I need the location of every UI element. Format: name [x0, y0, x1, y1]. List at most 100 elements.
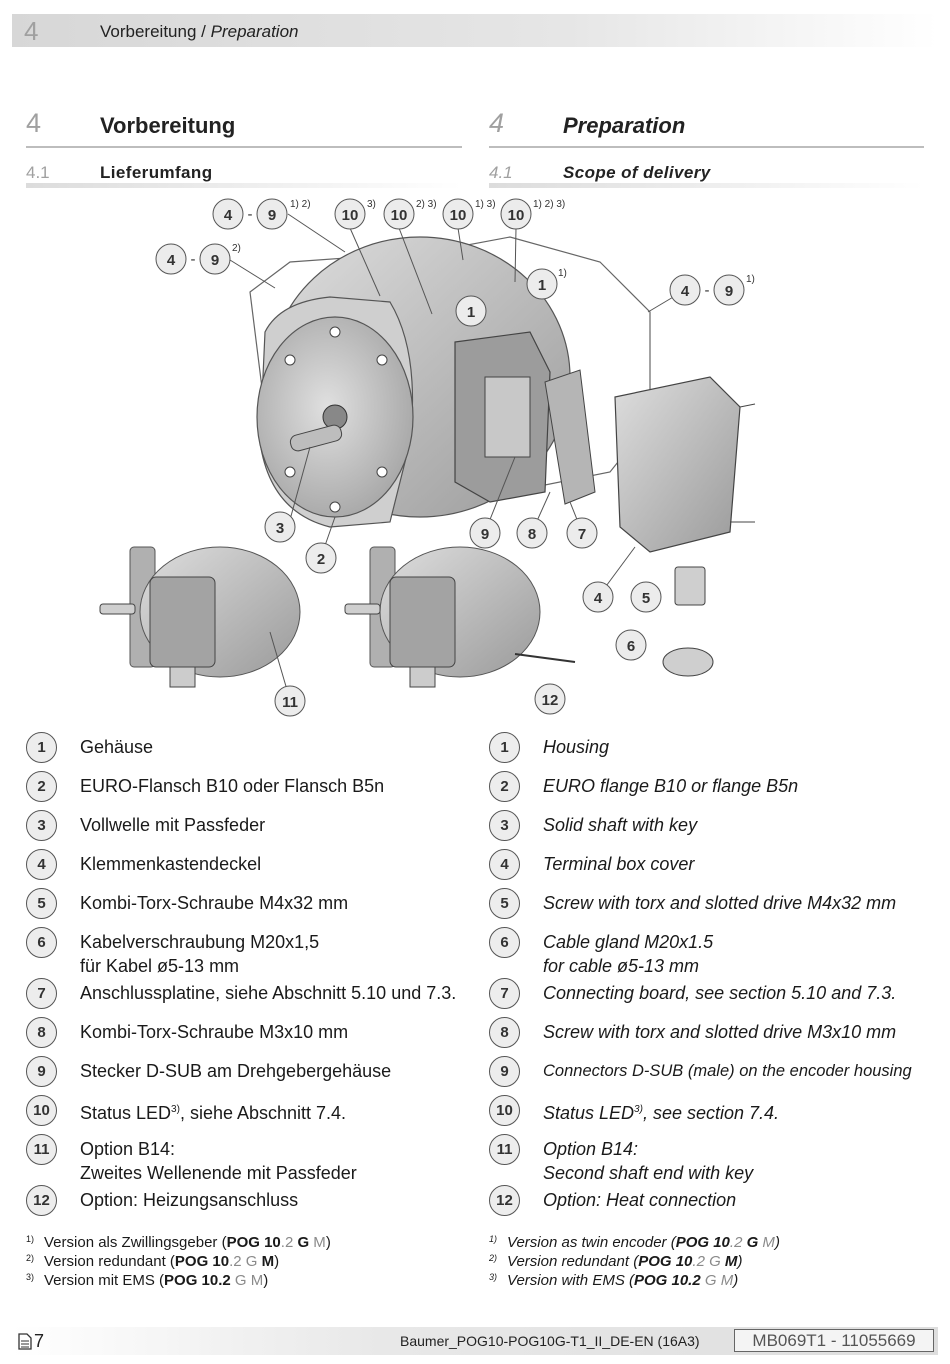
page-footer: 7 Baumer_POG10-POG10G-T1_II_DE-EN (16A3)…	[12, 1327, 938, 1355]
footnote-close: )	[733, 1272, 739, 1289]
model-suffix-m: M	[716, 1272, 734, 1289]
svg-text:-: -	[705, 282, 710, 299]
model-suffix-m: M	[309, 1234, 326, 1251]
svg-text:2) 3): 2) 3)	[416, 199, 437, 210]
callout-1: 1	[455, 295, 487, 327]
callout-4-9: 4-91)	[669, 274, 755, 306]
svg-text:4: 4	[681, 283, 690, 300]
footnote-close: )	[274, 1253, 280, 1270]
svg-text:4: 4	[594, 590, 603, 607]
item-number-badge: 7	[26, 978, 57, 1009]
model-suffix-m: M	[720, 1253, 738, 1270]
legend-text-a: Status LED	[80, 1103, 172, 1123]
svg-text:1) 2): 1) 2)	[290, 199, 311, 210]
footnote: 3)Version mit EMS (POG 10.2 G M)	[26, 1271, 331, 1290]
encoder-variant-b14	[99, 546, 301, 688]
document-icon	[18, 1333, 32, 1350]
legend-text: Option: Heat connection	[543, 1190, 737, 1210]
flange-hole	[284, 466, 296, 478]
model-suffix-m: M	[758, 1234, 775, 1251]
item-number-badge: 5	[489, 888, 520, 919]
model-suffix: .2	[229, 1253, 242, 1270]
footnotes-de: 1)Version als Zwillingsgeber (POG 10.2 G…	[26, 1233, 331, 1290]
footnote-ref: 3)	[634, 1104, 643, 1115]
svg-text:2: 2	[317, 551, 325, 568]
callout-10: 103)	[334, 198, 376, 230]
legend-text: Option: Heizungsanschluss	[80, 1190, 299, 1210]
flange-hole	[376, 354, 388, 366]
callout-2: 2	[305, 542, 337, 574]
legend-text-line1: Option B14:	[543, 1139, 639, 1159]
section-title-de: Vorbereitung	[100, 113, 236, 138]
encoder-exploded-figure: 4-91) 2) 4-92) 103) 102) 3) 101) 3) 101)…	[99, 198, 756, 717]
legend-text: Stecker D-SUB am Drehgebergehäuse	[80, 1061, 392, 1081]
connecting-board	[544, 369, 596, 505]
header-title-de: Vorbereitung	[100, 22, 197, 41]
legend-text: Connecting board, see section 5.10 and 7…	[543, 983, 897, 1003]
legend-text: Gehäuse	[80, 737, 154, 757]
dsub-connector	[484, 376, 531, 458]
section-heading-de: 4 Vorbereitung	[26, 108, 462, 148]
item-number-badge: 4	[26, 849, 57, 880]
legend-text-line2: Second shaft end with key	[543, 1163, 754, 1183]
subsection-number-de: 4.1	[26, 163, 50, 182]
model-code: POG 10.2	[164, 1272, 231, 1289]
subsection-bar	[26, 183, 462, 188]
flange-hole	[376, 466, 388, 478]
item-number-badge: 3	[489, 810, 520, 841]
item-number-badge: 12	[489, 1185, 520, 1216]
svg-text:10: 10	[391, 207, 408, 224]
header-separator: /	[201, 22, 206, 41]
svg-text:12: 12	[542, 692, 559, 709]
callout-11: 11	[274, 685, 306, 717]
header-title-en: Preparation	[210, 22, 299, 41]
subsection-heading-de: 4.1 Lieferumfang	[26, 160, 462, 188]
svg-text:9: 9	[268, 207, 276, 224]
legend-text: Screw with torx and slotted drive M4x32 …	[543, 893, 897, 913]
model-suffix-g: G	[742, 1234, 759, 1251]
item-number-badge: 6	[489, 927, 520, 958]
callout-6: 6	[615, 629, 647, 661]
footnote-close: )	[263, 1272, 269, 1289]
callout-7: 7	[566, 517, 598, 549]
svg-text:1) 2) 3): 1) 2) 3)	[533, 199, 565, 210]
page-number: 7	[18, 1331, 44, 1352]
item-number-badge: 8	[489, 1017, 520, 1048]
legend-text: Screw with torx and slotted drive M3x10 …	[543, 1022, 897, 1042]
subsection-bar	[489, 183, 924, 188]
header-title: Vorbereitung / Preparation	[100, 22, 299, 42]
subsection-title-de: Lieferumfang	[100, 163, 213, 182]
model-suffix: .2	[280, 1234, 294, 1251]
item-number-badge: 8	[26, 1017, 57, 1048]
footnote-text: Version redundant (	[44, 1253, 175, 1270]
footnote: 2)Version redundant (POG 10.2 G M)	[489, 1252, 780, 1271]
cable-gland-nut	[662, 647, 714, 677]
footnote-mark: 1)	[489, 1234, 498, 1244]
svg-text:4: 4	[167, 252, 176, 269]
item-number-badge: 1	[489, 732, 520, 763]
svg-text:6: 6	[627, 638, 635, 655]
legend-text-line2: for cable ø5-13 mm	[543, 956, 700, 976]
callout-4-9: 4-92)	[155, 243, 241, 275]
legend-text: EURO flange B10 or flange B5n	[543, 776, 799, 796]
callout-4: 4	[582, 581, 614, 613]
item-number-badge: 11	[489, 1134, 520, 1165]
footnote: 2)Version redundant (POG 10.2 G M)	[26, 1252, 331, 1271]
item-number-badge: 2	[26, 771, 57, 802]
svg-text:7: 7	[578, 526, 586, 543]
item-number-badge: 9	[489, 1056, 520, 1087]
svg-text:10: 10	[450, 207, 467, 224]
footnote-close: )	[325, 1234, 331, 1251]
legend-text-line2: Zweites Wellenende mit Passfeder	[80, 1163, 357, 1183]
subsection-title-en: Scope of delivery	[563, 163, 711, 182]
footnote-text: Version als Zwillingsgeber (	[44, 1234, 227, 1251]
item-number-badge: 11	[26, 1134, 57, 1165]
callout-10: 101) 3)	[442, 198, 496, 230]
legend-text: Vollwelle mit Passfeder	[80, 815, 266, 835]
subsection-heading-en: 4.1 Scope of delivery	[489, 160, 924, 188]
footnote-mark: 2)	[26, 1253, 35, 1263]
terminal-box-cover	[614, 376, 741, 553]
callout-3: 3	[264, 511, 296, 543]
section-heading-en: 4 Preparation	[489, 108, 924, 148]
